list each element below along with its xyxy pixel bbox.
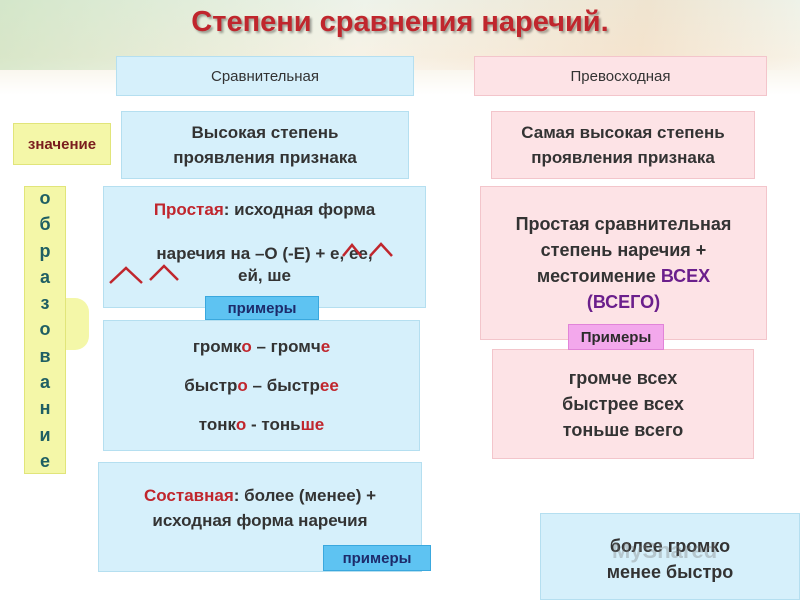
- example-stem: громч: [270, 336, 321, 356]
- meaning-superlative-line: Самая высокая степень: [521, 123, 725, 142]
- example-comparative: громко – громче: [193, 337, 330, 357]
- example-comparative: тонко - тоньше: [199, 415, 324, 435]
- simple-superlative-line: степень наречия +: [540, 240, 707, 260]
- simple-comparative-rest: : исходная форма: [223, 200, 376, 219]
- formation-letter: и: [39, 424, 51, 445]
- example-superlative: тоньше всего: [562, 420, 684, 440]
- compound-comparative-line: исходная форма наречия: [152, 511, 368, 530]
- example-ending: о: [235, 414, 247, 434]
- simple-comparative-line: наречия на –О (-Е) + е, ее,: [156, 244, 373, 263]
- formation-letter: о: [39, 188, 51, 208]
- example-stem: тонк: [198, 414, 236, 434]
- example-stem: быстр: [184, 375, 238, 395]
- meaning-superlative: Самая высокая степень проявления признак…: [491, 111, 755, 179]
- example-suffix: е: [320, 336, 331, 356]
- example-suffix: ше: [300, 414, 325, 434]
- examples-tag-compound-comparative: примеры: [323, 545, 431, 571]
- meaning-label: значение: [13, 123, 111, 165]
- header-comparative: Сравнительная: [116, 56, 414, 96]
- compound-comparative-line: Составная: более (менее) +: [144, 483, 376, 508]
- example-stem: тонь: [261, 414, 301, 434]
- example-stem: громк: [192, 336, 242, 356]
- formation-letter: е: [39, 450, 50, 471]
- formation-letter: н: [39, 398, 51, 419]
- formation-label-tab: [65, 298, 89, 350]
- compound-superlative-line: более громко: [609, 535, 731, 556]
- simple-superlative-prefix: местоимение: [536, 266, 661, 286]
- page-title: Степени сравнения наречий.: [191, 6, 609, 38]
- example-dash: -: [246, 414, 262, 434]
- formation-letter: р: [39, 240, 51, 261]
- header-superlative-label: Превосходная: [570, 67, 671, 85]
- simple-superlative-line: Простая сравнительная: [515, 214, 732, 234]
- meaning-comparative-line: проявления признака: [173, 148, 357, 167]
- example-comparative: быстро – быстрее: [184, 376, 339, 396]
- simple-comparative-line: Простая: исходная форма: [154, 199, 375, 221]
- simple-comparative-term: Простая: [153, 200, 224, 219]
- header-comparative-label: Сравнительная: [210, 67, 319, 85]
- simple-superlative-box: Простая сравнительная степень наречия + …: [480, 186, 767, 340]
- meaning-superlative-line: проявления признака: [531, 148, 715, 167]
- example-stem: быстр: [266, 375, 320, 395]
- header-superlative: Превосходная: [474, 56, 767, 96]
- examples-tag-simple-comparative: примеры: [205, 296, 319, 320]
- formation-letter: б: [39, 214, 51, 235]
- compound-comparative-rest: : более (менее) +: [233, 486, 376, 505]
- simple-comparative-line: ей, ше: [238, 266, 291, 285]
- example-dash: –: [247, 375, 267, 395]
- example-ending: о: [237, 375, 248, 395]
- example-superlative: быстрее всех: [562, 394, 684, 414]
- compound-superlative-line: менее быстро: [606, 561, 734, 582]
- simple-superlative-pronoun: ВСЕХ: [660, 266, 711, 286]
- compound-comparative-term: Составная: [144, 486, 234, 505]
- formation-letter: о: [39, 319, 51, 340]
- simple-comparative-box: Простая: исходная форма наречия на –О (-…: [103, 186, 426, 308]
- example-suffix: ее: [319, 375, 339, 395]
- example-superlative: громче всех: [568, 368, 678, 388]
- simple-superlative-line: местоимение ВСЕХ: [537, 263, 710, 289]
- example-ending: о: [241, 336, 252, 356]
- formation-letter: з: [40, 293, 50, 314]
- formation-letter: а: [39, 372, 50, 393]
- examples-superlative-box: громче всех быстрее всех тоньше всего: [492, 349, 754, 459]
- simple-superlative-line: (ВСЕГО): [586, 292, 661, 312]
- examples-tag-simple-superlative: Примеры: [568, 324, 664, 350]
- meaning-comparative-line: Высокая степень: [191, 123, 339, 142]
- example-dash: –: [251, 336, 271, 356]
- compound-superlative-box: более громко менее быстро: [540, 513, 800, 600]
- formation-label: о б р а з о в а н и е: [24, 186, 66, 474]
- formation-letter: а: [39, 266, 50, 287]
- meaning-comparative: Высокая степень проявления признака: [121, 111, 409, 179]
- examples-comparative-box: громко – громче быстро – быстрее тонко -…: [103, 320, 420, 451]
- formation-letter: в: [39, 345, 51, 366]
